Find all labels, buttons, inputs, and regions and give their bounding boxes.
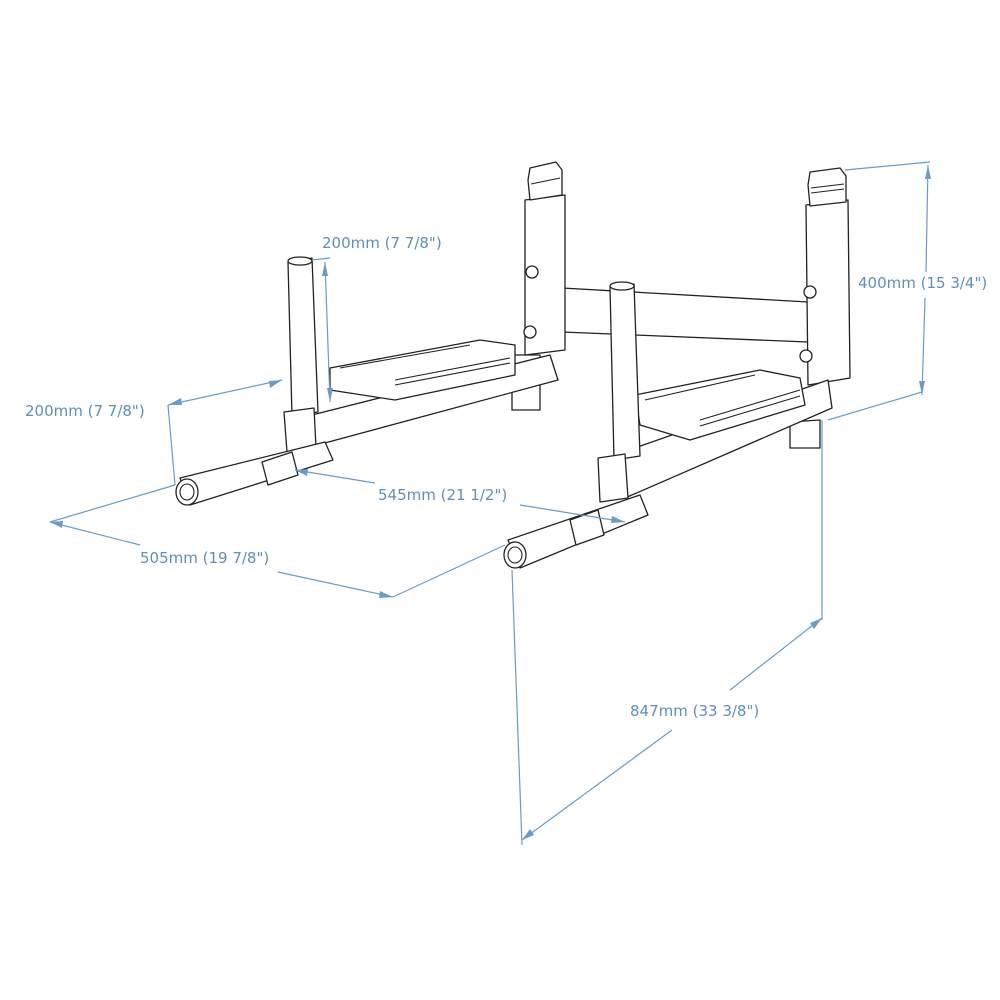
handle-spacing-label: 545mm (21 1/2") bbox=[378, 486, 507, 504]
dimension-handle-extension: 200mm (7 7/8") bbox=[25, 379, 283, 486]
right-unit bbox=[503, 167, 851, 569]
bracket-height-label: 400mm (15 3/4") bbox=[858, 274, 987, 292]
dimension-bracket-height: 400mm (15 3/4") bbox=[827, 161, 987, 421]
dimension-handle-spacing: 545mm (21 1/2") bbox=[294, 469, 626, 523]
dimension-post-height: 200mm (7 7/8") bbox=[311, 234, 442, 403]
left-unit bbox=[175, 161, 566, 506]
dimension-depth: 505mm (19 7/8") bbox=[49, 484, 506, 598]
post-height-label: 200mm (7 7/8") bbox=[322, 234, 442, 252]
depth-label: 505mm (19 7/8") bbox=[140, 549, 269, 567]
dimension-overall-width: 847mm (33 3/8") bbox=[511, 420, 823, 846]
crossbar bbox=[561, 287, 809, 343]
overall-width-label: 847mm (33 3/8") bbox=[630, 702, 759, 720]
handle-extension-label: 200mm (7 7/8") bbox=[25, 402, 145, 420]
